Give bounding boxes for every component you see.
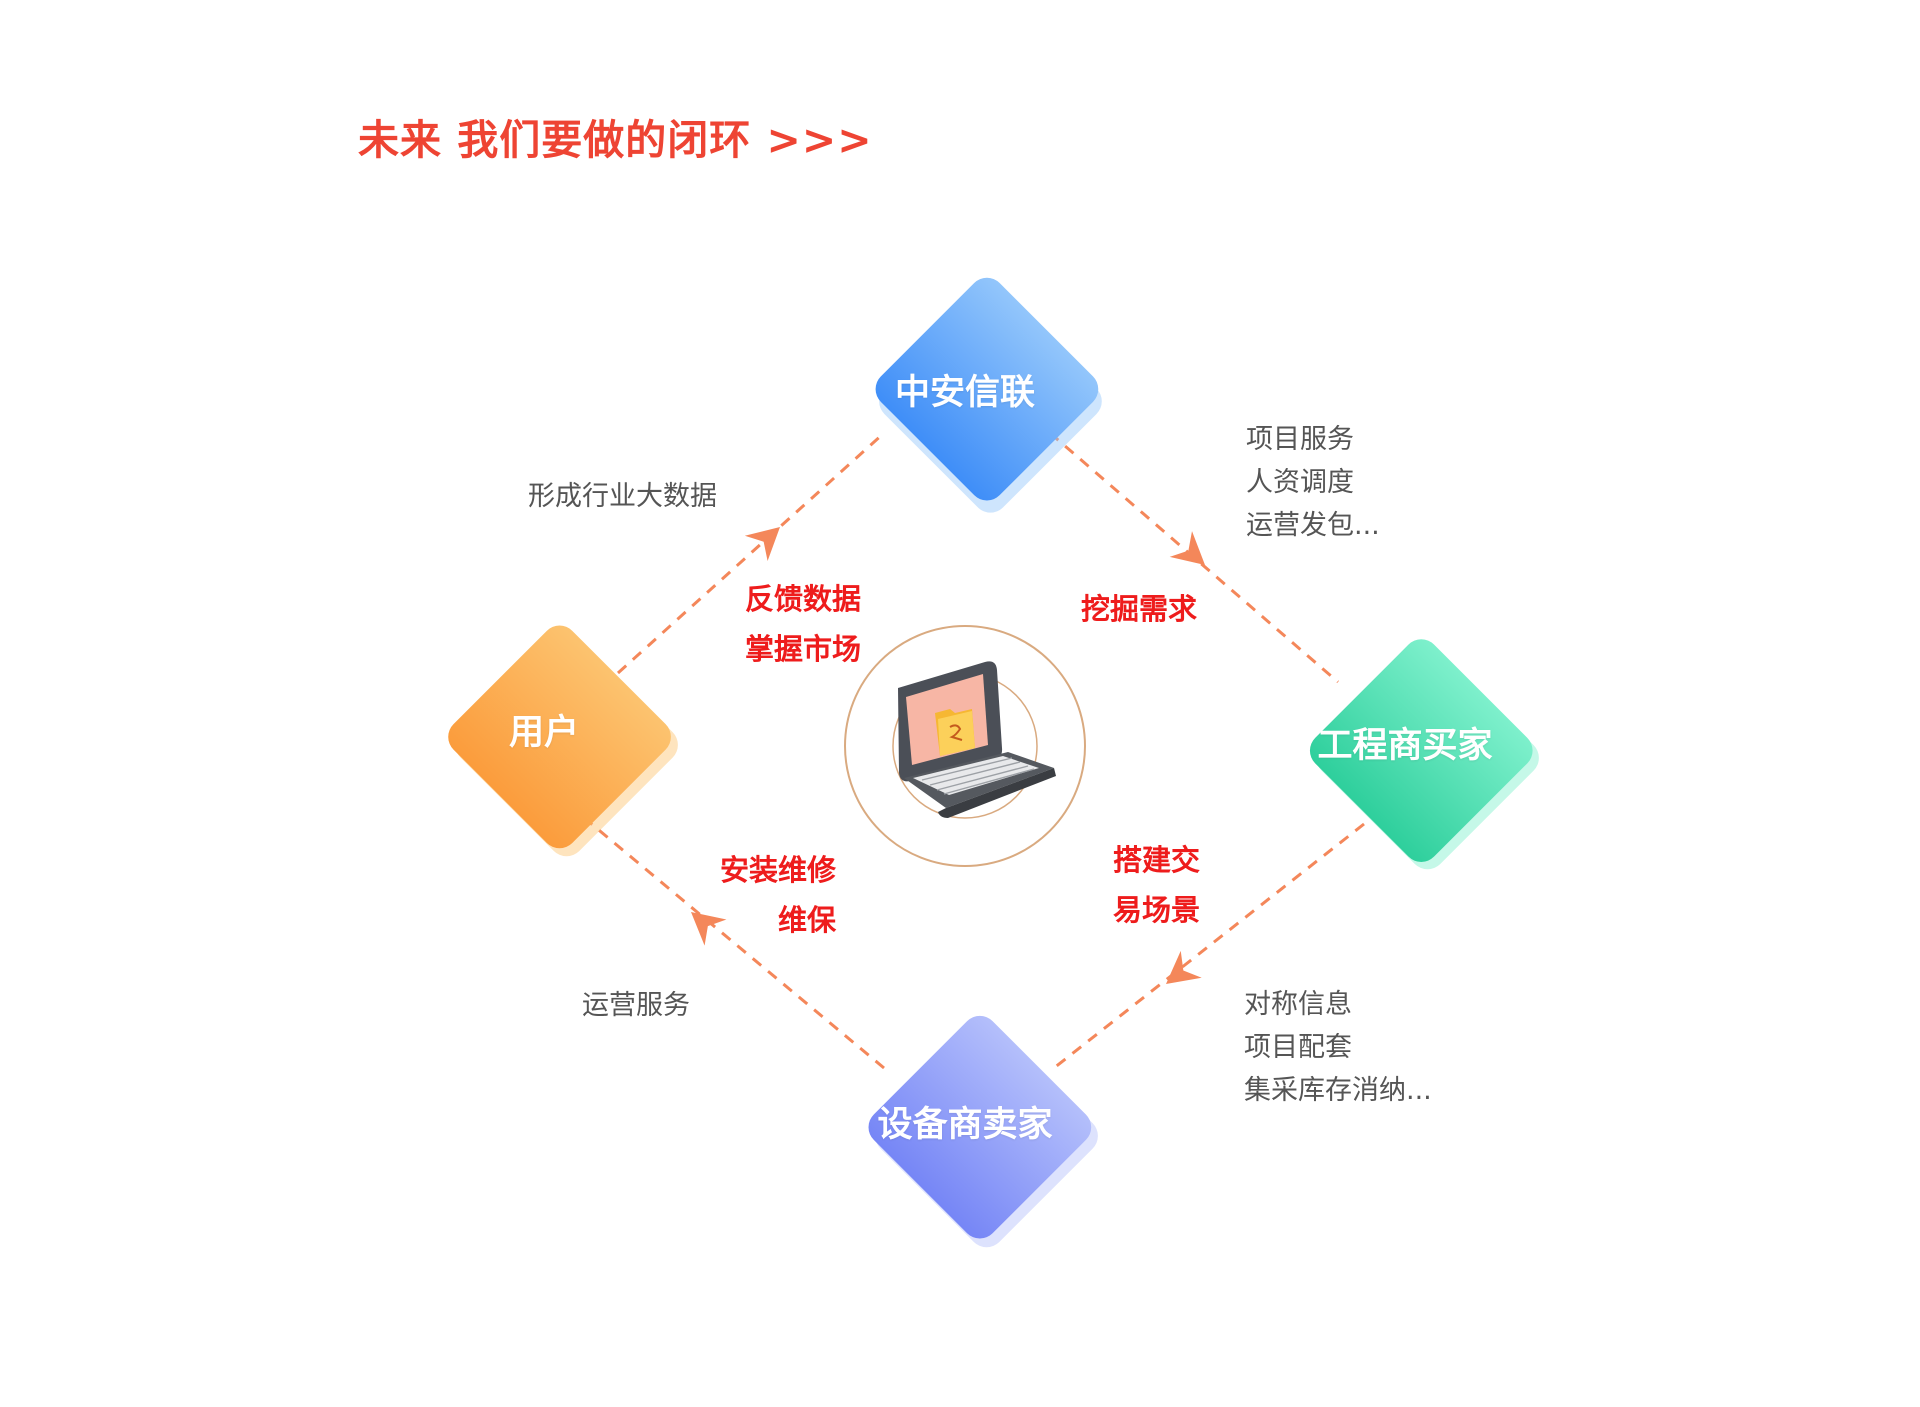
- node-left-diamond: [448, 625, 678, 857]
- note-top-to-right: 项目服务 人资调度 运营发包...: [1246, 418, 1380, 547]
- node-bottom-diamond: [868, 1015, 1098, 1248]
- note-top-to-right-item: 人资调度: [1246, 467, 1354, 498]
- note-left-to-top: 形成行业大数据: [528, 481, 717, 512]
- node-left-label: 用户: [508, 713, 579, 753]
- flow-top-to-right-label: 挖掘需求: [1081, 584, 1197, 634]
- arrowhead-bottom-to-left: [691, 912, 727, 946]
- flow-left-to-top-line1: 反馈数据: [745, 582, 862, 616]
- note-right-to-bottom-item: 对称信息: [1244, 989, 1352, 1020]
- flow-right-to-bottom-label: 搭建交 易场景: [1113, 835, 1200, 935]
- arrow-right-to-bottom: [1053, 822, 1365, 1070]
- center-outer-circle: [844, 625, 1086, 867]
- arrow-bottom-to-left: [581, 814, 885, 1070]
- note-right-to-bottom-item: 集采库存消纳...: [1244, 1075, 1432, 1106]
- arrowhead-top-to-right: [1169, 531, 1205, 565]
- page-title: 未来 我们要做的闭环 >>>: [358, 116, 873, 164]
- note-top-to-right-item: 运营发包...: [1246, 510, 1380, 541]
- note-right-to-bottom-item: 项目配套: [1244, 1032, 1352, 1063]
- arrowhead-left-to-top: [744, 527, 780, 562]
- node-top-diamond: [875, 277, 1102, 513]
- flow-bottom-to-left-label: 安装维修 维保: [706, 845, 836, 945]
- flow-right-to-bottom-line1: 搭建交: [1113, 843, 1201, 877]
- flow-left-to-top-label: 反馈数据 掌握市场: [745, 574, 861, 674]
- node-bottom-label: 设备商卖家: [877, 1105, 1053, 1145]
- flow-right-to-bottom-line2: 易场景: [1113, 893, 1201, 927]
- laptop-folder-icon: [898, 661, 1056, 818]
- note-right-to-bottom: 对称信息 项目配套 集采库存消纳...: [1244, 983, 1432, 1112]
- node-right-label: 工程商买家: [1317, 726, 1493, 766]
- flow-bottom-to-left-line1: 安装维修: [719, 853, 836, 887]
- node-top-label: 中安信联: [894, 373, 1035, 413]
- flow-bottom-to-left-line2: 维保: [777, 903, 836, 937]
- note-bottom-to-left: 运营服务: [582, 990, 690, 1021]
- flow-left-to-top-line2: 掌握市场: [745, 632, 862, 666]
- arrowhead-right-to-bottom: [1166, 950, 1202, 984]
- flow-top-to-right-line1: 挖掘需求: [1081, 592, 1198, 626]
- node-right-diamond: [1309, 639, 1539, 870]
- note-top-to-right-item: 项目服务: [1246, 424, 1354, 455]
